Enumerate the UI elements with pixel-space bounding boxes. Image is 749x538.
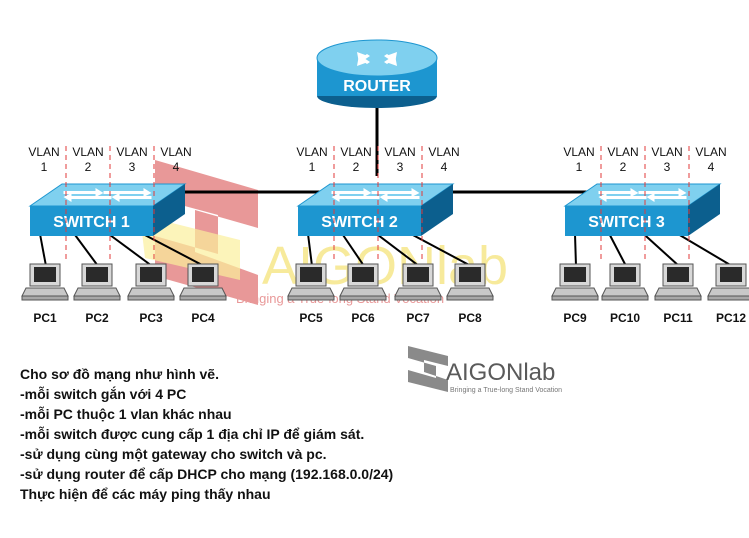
vlan-label: VLAN: [651, 145, 682, 159]
pc-label: PC8: [458, 311, 482, 325]
link-switch-pc: [73, 233, 99, 267]
pc-label: PC6: [351, 311, 375, 325]
link-switch-pc: [307, 233, 313, 267]
computer-icon: [127, 263, 175, 301]
computer-icon: [287, 263, 335, 301]
description: Cho sơ đồ mạng như hình vẽ. -mỗi switch …: [20, 364, 440, 504]
pc-label: PC11: [663, 311, 693, 325]
link-switch-pc: [341, 233, 365, 267]
pc-links: [39, 233, 733, 267]
vlan-label: VLAN: [296, 145, 327, 159]
computer-icon: [73, 263, 121, 301]
vlan-number: 1: [41, 160, 48, 174]
link-switch-pc: [142, 233, 205, 267]
pc-6[interactable]: PC6: [339, 263, 387, 325]
pc-12[interactable]: PC12: [707, 263, 749, 325]
computer-icon: [654, 263, 702, 301]
pc-7[interactable]: PC7: [394, 263, 442, 325]
description-line: Thực hiện để các máy ping thấy nhau: [20, 486, 271, 502]
pc-9[interactable]: PC9: [551, 263, 599, 325]
description-line: -sử dụng cùng một gateway cho switch và …: [20, 446, 327, 462]
computer-icon: [394, 263, 442, 301]
pc-label: PC2: [85, 311, 109, 325]
link-switch-pc: [39, 233, 47, 267]
vlan-number: 4: [441, 160, 448, 174]
computer-icon: [339, 263, 387, 301]
small-watermark-logo: AIGONlab Bringing a True-long Stand Voca…: [408, 346, 562, 394]
link-switch-pc: [677, 233, 733, 267]
pc-label: PC3: [139, 311, 163, 325]
small-watermark-tagline: Bringing a True-long Stand Vocation: [450, 387, 562, 394]
pc-8[interactable]: PC8: [446, 263, 494, 325]
switch-arrows-icon: [63, 188, 152, 202]
description-line: -sử dụng router để cấp DHCP cho mạng (19…: [20, 466, 394, 482]
link-switch-pc: [608, 233, 627, 267]
vlan-number: 3: [129, 160, 136, 174]
switch-arrows-icon: [598, 188, 687, 202]
computer-icon: [707, 263, 749, 301]
vlan-label: VLAN: [72, 145, 103, 159]
vlan-label: VLAN: [340, 145, 371, 159]
router[interactable]: ROUTER: [316, 39, 438, 108]
link-switch-pc: [574, 233, 577, 267]
computer-icon: [179, 263, 227, 301]
vlan-number: 1: [576, 160, 583, 174]
pc-label: PC9: [563, 311, 587, 325]
vlan-number: 2: [85, 160, 92, 174]
vlan-label: VLAN: [695, 145, 726, 159]
pc-11[interactable]: PC11: [654, 263, 702, 325]
vlan-number: 2: [353, 160, 360, 174]
router-arrows-icon: [357, 52, 397, 66]
vlan-number: 3: [664, 160, 671, 174]
vlan-label: VLAN: [563, 145, 594, 159]
router-label: ROUTER: [343, 78, 411, 95]
link-switch-pc: [642, 233, 680, 267]
pc-label: PC7: [406, 311, 430, 325]
pcs: PC1 PC2 PC3 PC4 PC5 PC6 PC7 PC8 PC9 PC10 PC11 PC12: [21, 263, 749, 325]
vlan-number: 4: [173, 160, 180, 174]
pc-label: PC4: [191, 311, 215, 325]
computer-icon: [21, 263, 69, 301]
description-line: -mỗi PC thuộc 1 vlan khác nhau: [20, 406, 232, 422]
vlan-label: VLAN: [384, 145, 415, 159]
switch-3[interactable]: SWITCH 3: [563, 183, 722, 236]
vlan-number: 3: [397, 160, 404, 174]
vlan-number: 4: [708, 160, 715, 174]
link-switch-pc: [376, 233, 420, 267]
link-switch-pc: [410, 233, 472, 267]
vlan-label: VLAN: [160, 145, 191, 159]
pc-label: PC5: [299, 311, 323, 325]
vlan-label: VLAN: [607, 145, 638, 159]
pc-2[interactable]: PC2: [73, 263, 121, 325]
description-line: -mỗi switch gắn với 4 PC: [20, 386, 187, 402]
pc-5[interactable]: PC5: [287, 263, 335, 325]
vlan-label: VLAN: [116, 145, 147, 159]
vlan-number: 2: [620, 160, 627, 174]
computer-icon: [551, 263, 599, 301]
vlan-label: VLAN: [428, 145, 459, 159]
vlan-number: 1: [309, 160, 316, 174]
switch-label: SWITCH 3: [588, 214, 665, 231]
description-line: Cho sơ đồ mạng như hình vẽ.: [20, 366, 219, 382]
computer-icon: [446, 263, 494, 301]
pc-4[interactable]: PC4: [179, 263, 227, 325]
switch-arrows-icon: [331, 188, 420, 202]
pc-1[interactable]: PC1: [21, 263, 69, 325]
pc-label: PC12: [716, 311, 746, 325]
pc-label: PC10: [610, 311, 640, 325]
link-switch-pc: [108, 233, 153, 267]
pc-10[interactable]: PC10: [601, 263, 649, 325]
switch-1[interactable]: SWITCH 1: [28, 183, 187, 236]
switch-label: SWITCH 1: [53, 214, 130, 231]
computer-icon: [601, 263, 649, 301]
switch-label: SWITCH 2: [321, 214, 398, 231]
description-line: -mỗi switch được cung cấp 1 địa chỉ IP đ…: [20, 426, 365, 442]
small-watermark-text: AIGONlab: [446, 359, 555, 386]
vlan-label: VLAN: [28, 145, 59, 159]
pc-3[interactable]: PC3: [127, 263, 175, 325]
switch-2[interactable]: SWITCH 2: [296, 183, 455, 236]
pc-label: PC1: [33, 311, 57, 325]
